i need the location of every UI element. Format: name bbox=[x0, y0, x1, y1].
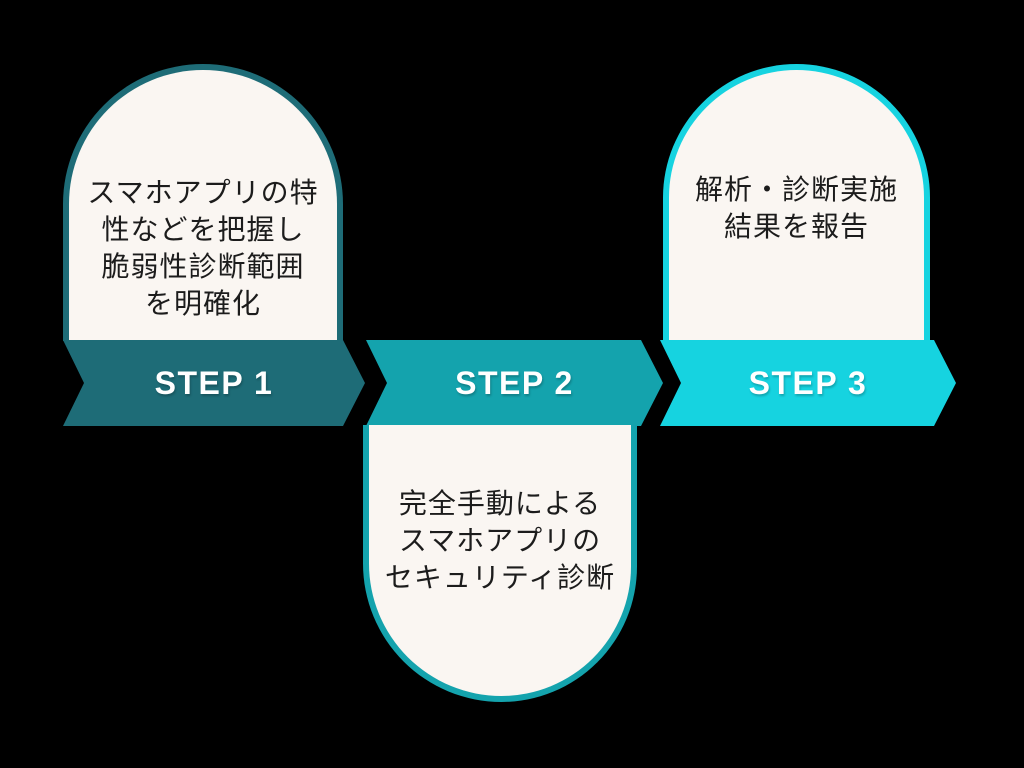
step-3-label: STEP 3 bbox=[748, 364, 868, 401]
step-1-description: スマホアプリの特 性などを把握し 脆弱性診断範囲 を明確化 bbox=[69, 174, 337, 322]
step-2-label: STEP 2 bbox=[455, 364, 574, 401]
step-2-description: 完全手動による スマホアプリの セキュリティ診断 bbox=[369, 485, 631, 596]
step-3-description-line: 結果を報告 bbox=[723, 210, 869, 242]
step-3-description: 解析・診断実施 結果を報告 bbox=[669, 171, 924, 245]
step-2-description-line: 完全手動による bbox=[398, 488, 602, 519]
step-2-card: 完全手動による スマホアプリの セキュリティ診断 bbox=[363, 425, 637, 702]
step-1-description-line: 脆弱性診断範囲 bbox=[101, 250, 305, 282]
step-2-description-line: セキュリティ診断 bbox=[384, 562, 616, 593]
step-3-card: 解析・診断実施 結果を報告 bbox=[663, 64, 930, 341]
step-1-banner: STEP 1 bbox=[63, 340, 365, 426]
step-1-label: STEP 1 bbox=[154, 364, 274, 401]
step-2-description-line: スマホアプリの bbox=[398, 525, 602, 556]
step-1-description-line: スマホアプリの特 bbox=[87, 176, 319, 208]
step-3-banner: STEP 3 bbox=[660, 340, 956, 426]
step-2-banner: STEP 2 bbox=[366, 340, 663, 426]
step-1-card: スマホアプリの特 性などを把握し 脆弱性診断範囲 を明確化 bbox=[63, 64, 343, 341]
step-3-description-line: 解析・診断実施 bbox=[694, 173, 898, 205]
step-1-description-line: を明確化 bbox=[144, 287, 261, 319]
step-1-description-line: 性などを把握し bbox=[101, 213, 305, 245]
